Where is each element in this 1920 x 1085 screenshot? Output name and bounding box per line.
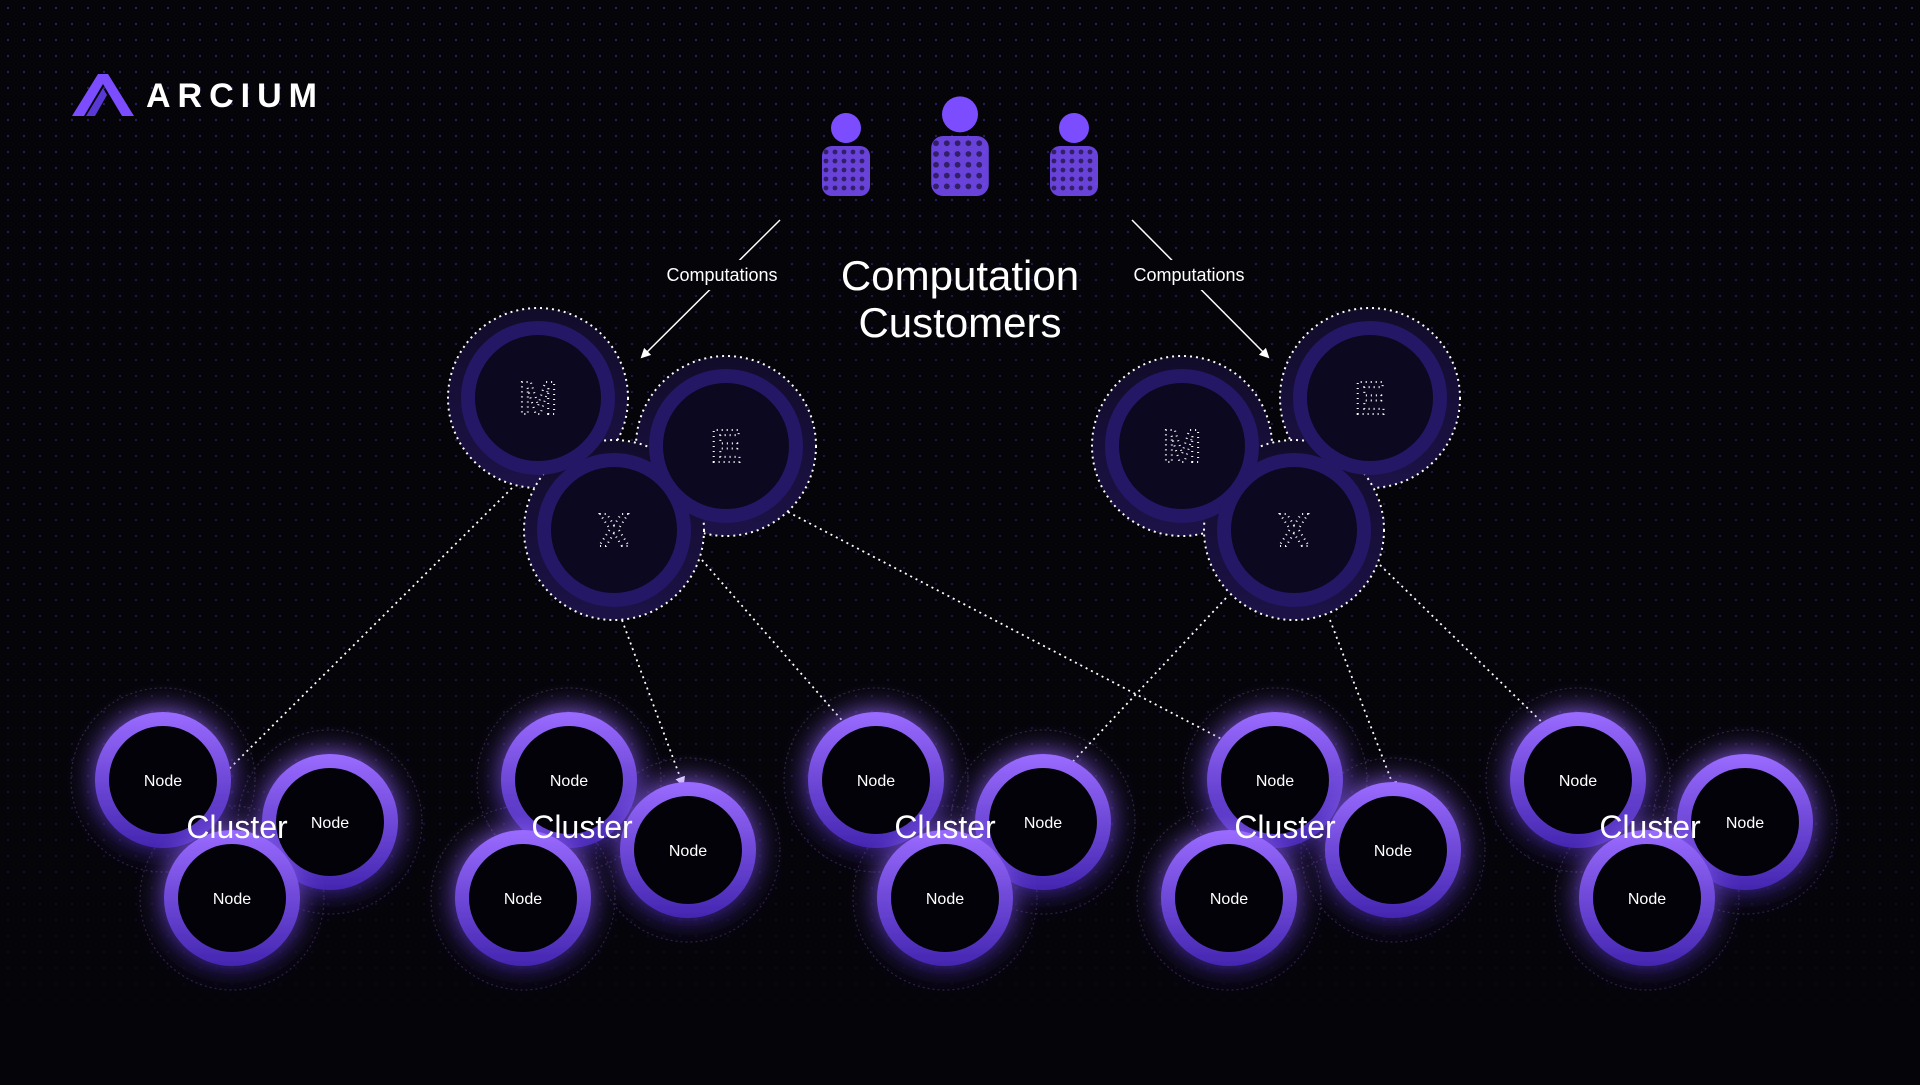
mxe-inner-circle — [1293, 321, 1447, 475]
cluster-halo — [1182, 687, 1368, 873]
customers-title-line2: Customers — [858, 299, 1061, 346]
mxe-group: M E X — [1091, 307, 1461, 621]
mxe-inner-circle — [1217, 453, 1371, 607]
node-core — [989, 768, 1097, 876]
node-label: Node — [857, 773, 895, 790]
mxe-inner-circle — [649, 369, 803, 523]
node-core — [891, 844, 999, 952]
dotted-arrow — [1329, 619, 1397, 792]
cluster-halo — [950, 729, 1136, 915]
customers-title-line1: Computation — [841, 252, 1079, 299]
cluster-halo — [852, 805, 1038, 991]
cluster-halo — [1136, 805, 1322, 991]
arcium-a-logo — [72, 74, 134, 116]
node-core — [1524, 726, 1632, 834]
cluster-label: Cluster — [1234, 809, 1336, 845]
people-icon — [822, 96, 1098, 196]
node-core — [469, 844, 577, 952]
cluster-halo — [1652, 729, 1838, 915]
mxe-group: M E X — [447, 307, 817, 621]
node-core — [822, 726, 930, 834]
cluster-halo — [70, 687, 256, 873]
node-core — [1339, 796, 1447, 904]
node-core — [109, 726, 217, 834]
node-core — [276, 768, 384, 876]
node-label: Node — [504, 891, 542, 908]
node-core — [515, 726, 623, 834]
person-icon — [931, 96, 989, 196]
label-mask-right — [1122, 260, 1252, 290]
mxe-letter-x: X — [599, 504, 630, 556]
cluster-halo — [1485, 687, 1671, 873]
node-core — [634, 796, 742, 904]
node-core — [178, 844, 286, 952]
node-label: Node — [1024, 815, 1062, 832]
node-label: Node — [1256, 773, 1294, 790]
person-icon — [822, 113, 870, 196]
dotted-arrow — [218, 487, 513, 780]
node-label: Node — [550, 773, 588, 790]
node-label: Node — [1628, 891, 1666, 908]
cluster-halo — [476, 687, 662, 873]
node-label: Node — [1210, 891, 1248, 908]
mxe-letter-e: E — [711, 420, 742, 472]
label-mask-left — [655, 260, 785, 290]
cluster-halo — [237, 729, 423, 915]
cluster-label: Cluster — [1599, 809, 1701, 845]
mxe-letter-m: M — [1163, 420, 1201, 472]
dotted-arrow — [701, 559, 855, 735]
person-icon — [1050, 113, 1098, 196]
node-core — [1221, 726, 1329, 834]
mxe-letter-e: E — [1355, 372, 1386, 424]
mxe-layer: M E X M E X — [447, 307, 1461, 621]
cluster-halo — [1554, 805, 1740, 991]
cluster-halo — [1300, 757, 1486, 943]
computations-label-left: Computations — [666, 265, 777, 285]
mxe-inner-circle — [1105, 369, 1259, 523]
node-label: Node — [1726, 815, 1764, 832]
node-label: Node — [1374, 843, 1412, 860]
node-core — [1175, 844, 1283, 952]
cluster-layer: NodeNodeNodeClusterNodeNodeNodeClusterNo… — [70, 687, 1838, 991]
node-label: Node — [669, 843, 707, 860]
mxe-letter-m: M — [519, 372, 557, 424]
node-core — [1691, 768, 1799, 876]
mxe-letter-x: X — [1279, 504, 1310, 556]
brand-logo: ARCIUM — [72, 74, 324, 116]
node-label: Node — [926, 891, 964, 908]
cluster-label: Cluster — [894, 809, 996, 845]
node-core — [1593, 844, 1701, 952]
node-label: Node — [311, 815, 349, 832]
cluster-halo — [595, 757, 781, 943]
node-label: Node — [213, 891, 251, 908]
node-label: Node — [144, 773, 182, 790]
computations-label-right: Computations — [1133, 265, 1244, 285]
cluster-halo — [783, 687, 969, 873]
cluster-halo — [139, 805, 325, 991]
mxe-to-cluster-arrows — [218, 487, 1552, 792]
mxe-inner-circle — [537, 453, 691, 607]
cluster-halo — [430, 805, 616, 991]
cluster-label: Cluster — [186, 809, 288, 845]
cluster-label: Cluster — [531, 809, 633, 845]
node-label: Node — [1559, 773, 1597, 790]
mxe-inner-circle — [461, 321, 615, 475]
brand-name: ARCIUM — [146, 77, 324, 115]
